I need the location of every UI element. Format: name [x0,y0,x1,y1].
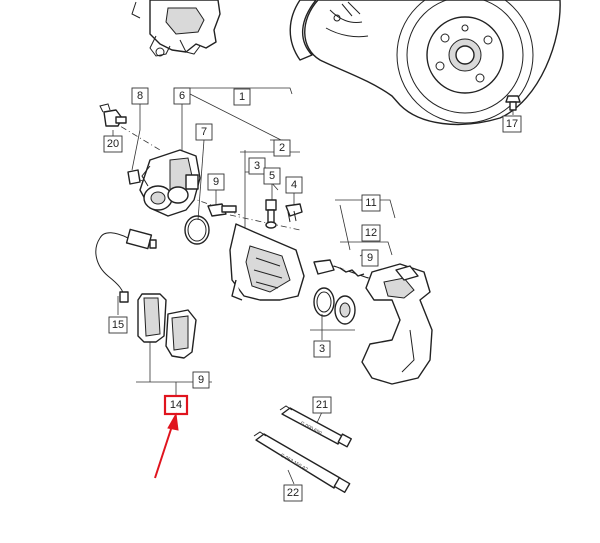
svg-text:8: 8 [137,90,143,102]
callout-9-middle[interactable]: 9 [361,249,379,267]
svg-text:9: 9 [213,176,219,188]
callout-14-highlighted[interactable]: 14 [163,394,189,416]
part-4-bolt [285,203,303,223]
red-pointer-arrow [154,412,179,479]
part-20-sensor [99,103,127,127]
part-9-bolt-middle [313,259,369,279]
part-5-bleed-valve [265,199,277,229]
svg-text:22: 22 [287,487,299,499]
svg-text:20: 20 [107,138,119,150]
callout-7[interactable]: 7 [195,123,213,141]
callout-15[interactable]: 15 [108,316,128,334]
callout-4[interactable]: 4 [285,176,303,194]
brake-pads [137,293,197,359]
callout-2[interactable]: 2 [273,139,291,157]
part-8-bolt [127,169,141,185]
callout-20[interactable]: 20 [103,135,123,153]
svg-text:9: 9 [198,374,204,386]
callout-9-upper[interactable]: 9 [207,173,225,191]
part-3-seals [313,287,356,325]
svg-text:14: 14 [170,399,182,411]
svg-text:5: 5 [269,170,275,182]
callout-3-upper[interactable]: 3 [248,157,266,175]
svg-text:6: 6 [179,90,185,102]
svg-text:4: 4 [291,179,297,191]
svg-text:1: 1 [239,91,245,103]
leader-lines [112,87,396,485]
svg-text:2: 2 [279,142,285,154]
callout-3-lower[interactable]: 3 [313,340,331,358]
part-9-bolt-upper [207,203,237,217]
part-7-o-ring [184,215,210,245]
svg-text:21: 21 [316,399,328,411]
callout-22[interactable]: 22 [283,484,303,502]
upper-caliper-assembly [131,0,221,57]
svg-text:17: 17 [506,118,518,130]
callout-6[interactable]: 6 [173,87,191,105]
callout-12[interactable]: 12 [361,224,381,242]
svg-text:3: 3 [254,160,260,172]
svg-text:12: 12 [365,227,377,239]
caliper-carrier [229,223,305,301]
callout-21[interactable]: 21 [312,396,332,414]
caliper-housing [139,149,201,217]
svg-text:3: 3 [319,343,325,355]
callout-9-lower[interactable]: 9 [192,371,210,389]
part-17-screw [505,95,521,115]
callout-5[interactable]: 5 [263,167,281,185]
svg-text:7: 7 [201,126,207,138]
callout-17[interactable]: 17 [502,115,522,133]
callout-11[interactable]: 11 [361,194,381,212]
callout-8[interactable]: 8 [131,87,149,105]
svg-text:11: 11 [365,197,376,209]
callout-1[interactable]: 1 [233,88,251,106]
brake-disc [289,0,561,126]
svg-text:9: 9 [367,252,373,264]
brake-carrier-bracket [361,263,433,385]
part-15-wear-sensor [95,228,157,303]
svg-text:15: 15 [112,319,124,331]
